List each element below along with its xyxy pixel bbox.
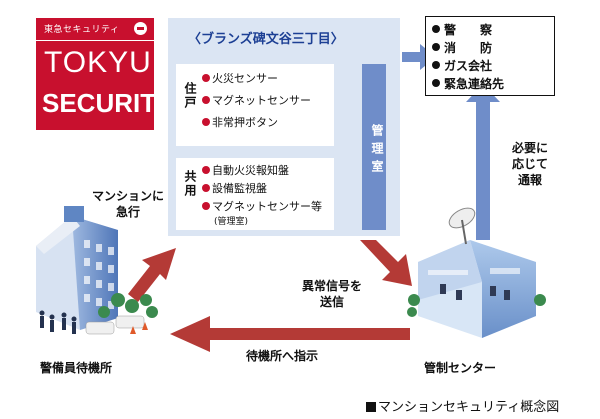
guard-station-label: 警備員待機所 bbox=[40, 361, 113, 375]
red-dot-icon bbox=[202, 184, 210, 192]
residence-item: 非常押ボタン bbox=[202, 114, 278, 130]
logo-band bbox=[36, 18, 154, 41]
red-dot-icon bbox=[202, 74, 210, 82]
diagram-caption: マンションセキュリティ概念図 bbox=[366, 396, 559, 415]
authority-item: ガス会社 bbox=[432, 57, 492, 74]
tokyu-security-logo: 東急セキュリティ TOKYU SECURITY bbox=[36, 18, 173, 130]
residence-item: マグネットセンサー bbox=[202, 92, 311, 108]
common-item: 設備監視盤 bbox=[202, 180, 267, 196]
control-center-illustration bbox=[407, 207, 546, 338]
panel-title: 〈ブランズ碑文谷三丁目〉 bbox=[188, 32, 344, 47]
red-dot-icon bbox=[202, 202, 210, 210]
red-dot-icon bbox=[202, 166, 210, 174]
black-dot-icon bbox=[432, 25, 440, 33]
authority-item: 緊急連絡先 bbox=[432, 75, 504, 92]
management-room-label: 管理室 bbox=[370, 124, 384, 178]
authorities-box: 警 察 消 防 ガス会社 緊急連絡先 bbox=[425, 16, 555, 96]
red-dot-icon bbox=[202, 96, 210, 104]
common-label: 共用 bbox=[183, 170, 197, 198]
black-dot-icon bbox=[432, 43, 440, 51]
common-item: マグネットセンサー等 bbox=[202, 198, 322, 214]
as-needed-label: 必要に 応じて 通報 bbox=[512, 141, 549, 187]
logo-line1: TOKYU bbox=[44, 46, 152, 79]
black-dot-icon bbox=[432, 79, 440, 87]
arrow-center-to-guard bbox=[170, 316, 410, 352]
control-center-label: 管制センター bbox=[424, 361, 497, 375]
logo-small-text: 東急セキュリティ bbox=[44, 25, 120, 35]
residence-item: 火災センサー bbox=[202, 70, 278, 86]
arrow-guard-to-panel bbox=[128, 248, 176, 302]
common-note: (管理室) bbox=[214, 217, 249, 227]
building-panel: 〈ブランズ碑文谷三丁目〉 住戸 火災センサー マグネットセンサー 非常押ボタン … bbox=[168, 18, 400, 236]
rush-label: マンションに 急行 bbox=[92, 189, 165, 219]
management-room-box: 管理室 bbox=[362, 64, 386, 230]
logo-line2: SECURITY bbox=[42, 88, 174, 118]
black-dot-icon bbox=[432, 61, 440, 69]
logo-mark-icon bbox=[134, 22, 147, 35]
dispatch-label: 待機所へ指示 bbox=[246, 349, 319, 363]
residence-card: 住戸 火災センサー マグネットセンサー 非常押ボタン bbox=[176, 64, 334, 146]
square-icon bbox=[366, 402, 376, 412]
arrow-panel-to-center bbox=[360, 240, 412, 286]
common-card: 共用 自動火災報知盤 設備監視盤 マグネットセンサー等 (管理室) bbox=[176, 158, 334, 230]
red-dot-icon bbox=[202, 118, 210, 126]
authority-item: 消 防 bbox=[432, 39, 492, 56]
residence-label: 住戸 bbox=[183, 82, 197, 110]
authority-item: 警 察 bbox=[432, 21, 492, 38]
guard-building-illustration bbox=[36, 206, 158, 335]
common-item: 自動火災報知盤 bbox=[202, 162, 289, 178]
arrow-center-to-authorities bbox=[466, 84, 500, 240]
abnormal-signal-label: 異常信号を 送信 bbox=[302, 279, 363, 309]
